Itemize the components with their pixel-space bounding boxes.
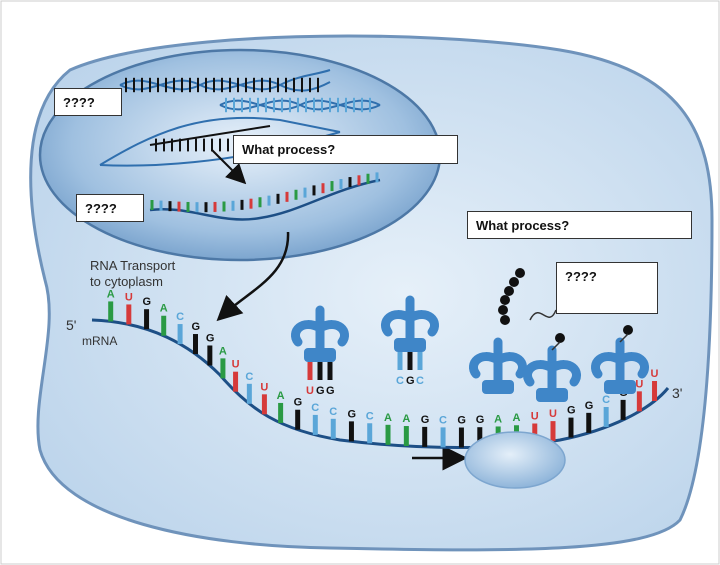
unknown-dna-label: ???? [54, 88, 122, 116]
mrna-base-letter: U [531, 410, 539, 422]
unknown-chain-label: ???? [556, 262, 658, 314]
mrna-base-letter: A [160, 303, 168, 315]
mrna-base-letter: G [457, 414, 466, 426]
mrna-base-letter: G [476, 414, 485, 426]
mrna-base-letter: A [512, 412, 520, 424]
mrna-base-letter: A [384, 412, 392, 424]
anticodon-letter: U [306, 385, 314, 397]
anticodon-letter: C [416, 375, 424, 387]
amino-acid [623, 325, 633, 335]
mrna-base-letter: U [635, 378, 643, 390]
transcription-question-label: What process? [233, 135, 458, 164]
anticodon-letter: G [326, 385, 335, 397]
trna [469, 337, 527, 394]
to-cytoplasm-label: to cytoplasm [90, 274, 163, 289]
mrna-base-letter: A [107, 288, 115, 300]
unknown-mrna-label: ???? [76, 194, 144, 222]
nuclear-mrna-strand [149, 178, 381, 221]
mrna-base-letter: G [421, 414, 430, 426]
cytoplasm-mrna-bases: AUGACGGAUCUAGCCGCAAGCGGAAUUGGCGUU [107, 288, 659, 448]
mrna-base-letter: U [232, 359, 240, 371]
anticodon-letter: G [316, 385, 325, 397]
mrna-base-letter: U [651, 368, 659, 380]
mrna-base-letter: G [191, 321, 200, 333]
mrna-base-letter: C [602, 394, 610, 406]
mrna-base-letter: G [347, 408, 356, 420]
mrna-label: mRNA [82, 334, 117, 348]
trna [591, 325, 649, 394]
anticodon-letter: C [396, 375, 404, 387]
mrna-base-letter: C [439, 414, 447, 426]
mrna-base-letter: G [294, 397, 303, 409]
mrna-base-letter: A [402, 413, 410, 425]
ribosome-small-subunit [464, 431, 566, 489]
mrna-base-letter: U [125, 291, 133, 303]
mrna-base-letter: C [329, 406, 337, 418]
mrna-base-letter: A [219, 345, 227, 357]
amino-acid [555, 333, 565, 343]
transport-arrow [216, 231, 290, 322]
translation-question-label: What process? [467, 211, 692, 239]
mrna-base-letter: U [260, 381, 268, 393]
mrna-base-letter: A [494, 413, 502, 425]
mrna-base-letter: C [176, 311, 184, 323]
polypeptide-chain [498, 268, 557, 325]
five-prime-label: 5' [66, 317, 76, 333]
anticodon-letter: G [406, 375, 415, 387]
mrna-base-letter: C [366, 410, 374, 422]
cytoplasm-mrna-strand [91, 318, 670, 449]
mrna-base-letter: G [567, 405, 576, 417]
mrna-base-letter: G [143, 296, 152, 308]
transcription-arrow [211, 149, 247, 185]
rna-transport-label: RNA Transport [90, 258, 176, 273]
mrna-base-letter: U [549, 408, 557, 420]
mrna-base-letter: C [245, 371, 253, 383]
mrna-base-letter: G [585, 400, 594, 412]
mrna-base-letter: G [206, 332, 215, 344]
three-prime-label: 3' [672, 385, 682, 401]
mrna-base-letter: A [277, 390, 285, 402]
trna [523, 333, 581, 402]
nuclear-mrna-bases [150, 172, 379, 213]
mrna-base-letter: C [311, 402, 319, 414]
